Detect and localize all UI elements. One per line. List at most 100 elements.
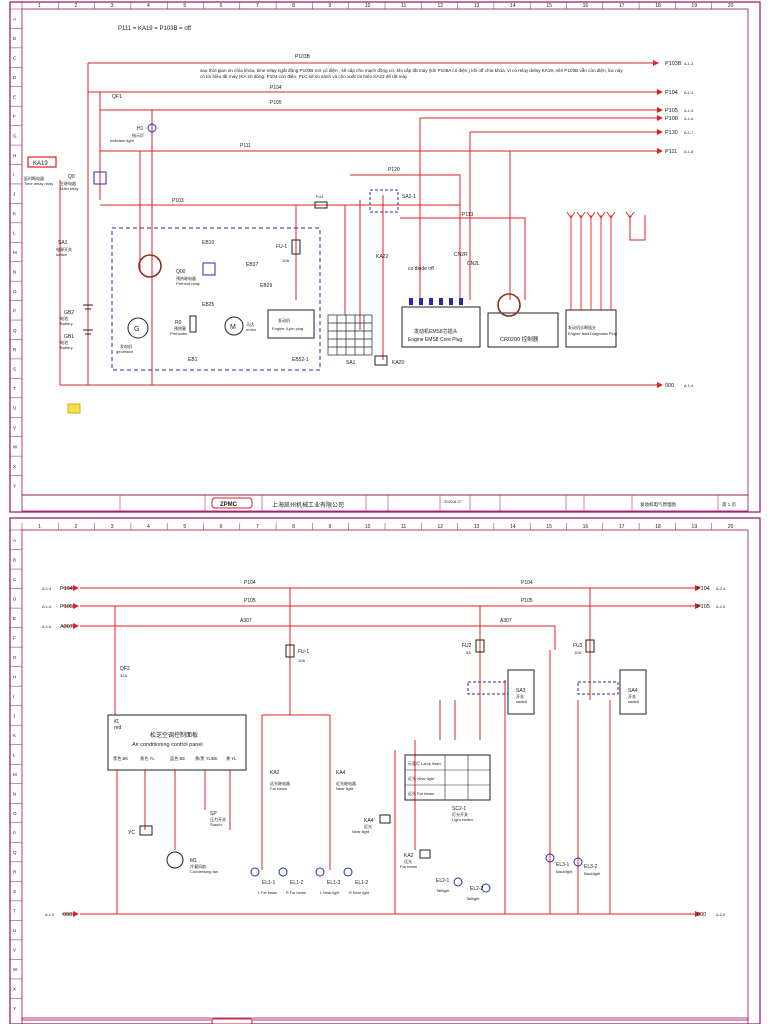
ruler-letter: O	[13, 811, 17, 816]
bus-ref-000-left: A-1-9	[45, 913, 54, 917]
sc21-row-label: 示宽灯 Lamp flash	[408, 760, 441, 766]
ems8-plug-box	[401, 306, 481, 348]
sc21-grid-lines	[405, 755, 490, 800]
el32-desc: Backlight	[584, 871, 601, 876]
ruler-letter: D	[13, 596, 17, 601]
top-bus-refs: A-1-3 A-1-4 A-1-5 A-1-6 A-1-7 A-1-8 A-1-…	[684, 62, 693, 388]
ems8-pin	[449, 298, 453, 305]
bus-ref-p130: A-1-7	[684, 131, 693, 135]
sa3-desc: 开关	[516, 693, 524, 699]
fu1-label: FU-1	[298, 649, 309, 655]
ruler-letter: G	[13, 655, 17, 660]
bus-label-p105-left: P105	[60, 604, 73, 610]
el32-label: EL3-2	[584, 864, 598, 870]
vn-note-line1: sau thời gian on chìa khóa, time relay n…	[200, 67, 623, 73]
ruler-number: 13	[474, 524, 480, 530]
sticky-note-icon[interactable]	[67, 403, 81, 414]
el12-label: EL1-2	[290, 880, 304, 886]
motor-label: M	[230, 324, 236, 331]
engine-4pin-plug-box	[267, 309, 315, 339]
fu3-rating: 10A	[574, 650, 581, 655]
ruler-letter: T	[13, 909, 16, 914]
ruler-number: 5	[183, 3, 186, 9]
ruler-letter: N	[13, 792, 16, 797]
ruler-letter: C	[13, 56, 17, 61]
sa3-dashed-box	[467, 681, 509, 695]
gb2-desc2: Battery	[60, 321, 73, 326]
el11-desc: L Far beam	[258, 891, 277, 895]
engine-dashed-area	[111, 227, 321, 371]
ac-panel-title-en: Air conditioning control panel	[132, 742, 203, 748]
ruler-letter: I	[13, 172, 14, 177]
ruler-number: 3	[111, 524, 114, 530]
el32-lamp	[573, 857, 583, 867]
q0-label: Q0	[68, 174, 75, 180]
r0-preheater-symbol	[189, 315, 197, 333]
fu3-fuse-symbol	[585, 639, 595, 653]
fu2-rating: 5A	[466, 650, 471, 655]
bus-ref-p103b: A-1-3	[684, 62, 693, 66]
header-note: P111 = KA19 = P103B = off	[118, 26, 191, 32]
ruler-letter: B	[13, 557, 16, 562]
m1-desc2: Condensing fan	[190, 869, 218, 874]
el11-label: EL1-1	[262, 880, 276, 886]
ems8-pins	[409, 298, 463, 305]
el31-desc: Backlight	[556, 869, 573, 874]
fu1b-fuse-symbol	[314, 201, 328, 209]
sa1-desc: 电源开关	[56, 246, 72, 252]
q0-desc: 主继电器	[60, 180, 76, 186]
top-title-block	[21, 494, 749, 512]
ruler-letter: S	[13, 889, 16, 894]
eb10-label: EB10	[202, 240, 214, 246]
top-title-divider-lines	[119, 495, 719, 511]
ruler-letter: Q	[13, 328, 17, 333]
motor-desc2: motor	[246, 327, 257, 332]
ka2-desc2: Far beam	[270, 786, 288, 791]
ruler-number: 11	[401, 3, 406, 9]
fu1-rating: 10A	[298, 658, 305, 663]
ac-pin-label: 黑色 BK	[113, 755, 128, 762]
bottom-zpmc-logo	[211, 1018, 253, 1024]
eb37-label: EB37	[246, 262, 258, 268]
wire-label-a307-b: A307	[500, 618, 512, 624]
bus-ref-p104-right: A-2-4	[716, 587, 725, 591]
gb1-desc2: Battery	[60, 345, 73, 350]
ruler-number: 13	[474, 3, 480, 9]
sa21-dashed-box	[369, 189, 399, 213]
bottom-sheet-inner-border	[21, 529, 749, 1021]
sa4-dashed-box	[577, 681, 619, 695]
wire-label-p120: P120	[388, 167, 400, 173]
ecu-box	[487, 312, 559, 348]
ka4b-desc: 近光	[364, 823, 372, 829]
el11-lamp	[250, 867, 260, 877]
top-bus-labels: P103B P104 P105 P108 P130 P111 000	[665, 61, 682, 389]
el14-label: EL1-2	[355, 880, 369, 886]
ruler-number: 4	[147, 3, 150, 9]
ka2b-desc2: Far beam	[400, 864, 418, 869]
sa1-label: SA1	[58, 240, 68, 246]
sa4-return-wires	[577, 700, 611, 914]
light-switch-wires	[394, 700, 481, 914]
ruler-letter: P	[13, 308, 16, 313]
headlight-labels: EL1-1 EL1-2 EL1-3 EL1-2	[262, 880, 369, 886]
ka20-label: KA20	[392, 360, 404, 366]
bus-label-000-right: 000	[697, 912, 706, 918]
ka4b-label: KA4	[364, 818, 374, 824]
ruler-number: 19	[692, 3, 698, 9]
wire-label-p104-b: P104	[521, 580, 533, 586]
ruler-letter: N	[13, 269, 16, 274]
ruler-number: 7	[256, 3, 259, 9]
sa1-switch-grid	[327, 314, 373, 356]
ruler-number: 12	[437, 3, 443, 9]
ruler-letter: D	[13, 75, 17, 80]
eb29-label: EB29	[260, 283, 272, 289]
ka2-desc: 远光继电器	[270, 780, 290, 786]
ac-control-panel-box	[107, 714, 247, 771]
ruler-number: 12	[437, 524, 443, 530]
sa3-desc2: switch	[516, 699, 527, 704]
ruler-number: 2	[74, 524, 77, 530]
ruler-letter: Q	[13, 850, 17, 855]
